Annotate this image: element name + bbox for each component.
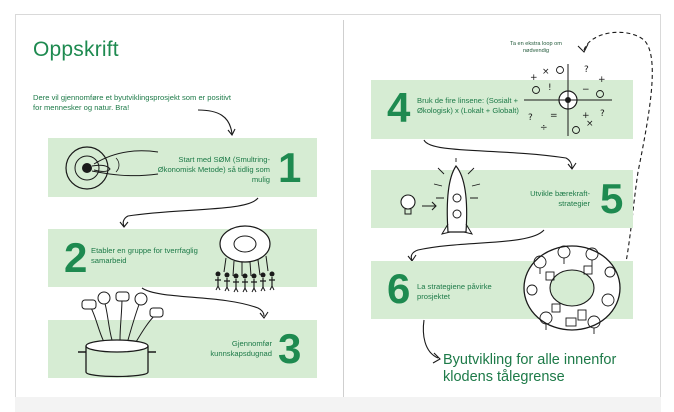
arrow-2-3-icon	[141, 287, 269, 319]
svg-text:?: ?	[584, 65, 589, 75]
step-5-text: Utvikle bærekraft-strategier	[530, 189, 590, 208]
svg-text:×: ×	[586, 119, 594, 129]
svg-text:−: −	[582, 85, 590, 95]
svg-text:×: ×	[542, 67, 550, 77]
svg-text:?: ?	[528, 113, 533, 123]
step-4-band	[371, 80, 633, 139]
step-1-number: 1	[278, 144, 302, 191]
cooking-pot-icon	[78, 291, 164, 378]
arrow-4-5-icon	[423, 139, 577, 170]
bottom-edge	[15, 397, 661, 412]
step-6-number: 6	[387, 265, 411, 312]
lightbulb-rocket-icon	[400, 158, 481, 235]
doughnut-city-icon	[523, 245, 621, 334]
step-3-text: Gjennomfør kunnskapsdugnad	[210, 339, 272, 358]
doughnut-button-icon	[65, 146, 159, 190]
step-2-text: Etabler en gruppe for tverrfaglig samarb…	[91, 246, 198, 265]
step-3-number: 3	[278, 325, 302, 372]
page-title: Oppskrift	[33, 38, 119, 61]
step-6-text: La strategiene påvirke prosjektet	[417, 282, 492, 301]
svg-text:+: +	[530, 73, 538, 83]
step-4-number: 4	[387, 84, 411, 131]
intro-text: Dere vil gjennomføre et byutviklingspros…	[33, 93, 231, 112]
step-1-text: Start med SØM (Smultring-Økonomisk Metod…	[157, 155, 270, 184]
step-2-number: 2	[64, 234, 88, 281]
svg-text:!: !	[548, 83, 552, 93]
step-5-number: 5	[600, 175, 624, 222]
step-4-text: Bruk de fire linsene: (Sosialt + Økologi…	[417, 96, 519, 115]
final-outcome-text: Byutvikling for alle innenfor klodens tå…	[443, 352, 617, 385]
svg-text:=: =	[550, 111, 558, 121]
people-group-icon	[215, 225, 275, 293]
arrow-1-2-icon	[119, 197, 259, 228]
arrow-intro-icon	[197, 109, 236, 137]
svg-text:+: +	[582, 111, 590, 121]
svg-text:+: +	[598, 75, 606, 85]
svg-text:÷: ÷	[540, 123, 548, 133]
spread-divider	[343, 20, 344, 398]
loop-note: Ta en ekstra loop om nødvendig	[510, 41, 562, 54]
arrow-final-icon	[422, 319, 441, 364]
four-lenses-icon: +×?+ ?÷×? !−=+	[524, 64, 612, 136]
svg-text:?: ?	[600, 109, 605, 119]
